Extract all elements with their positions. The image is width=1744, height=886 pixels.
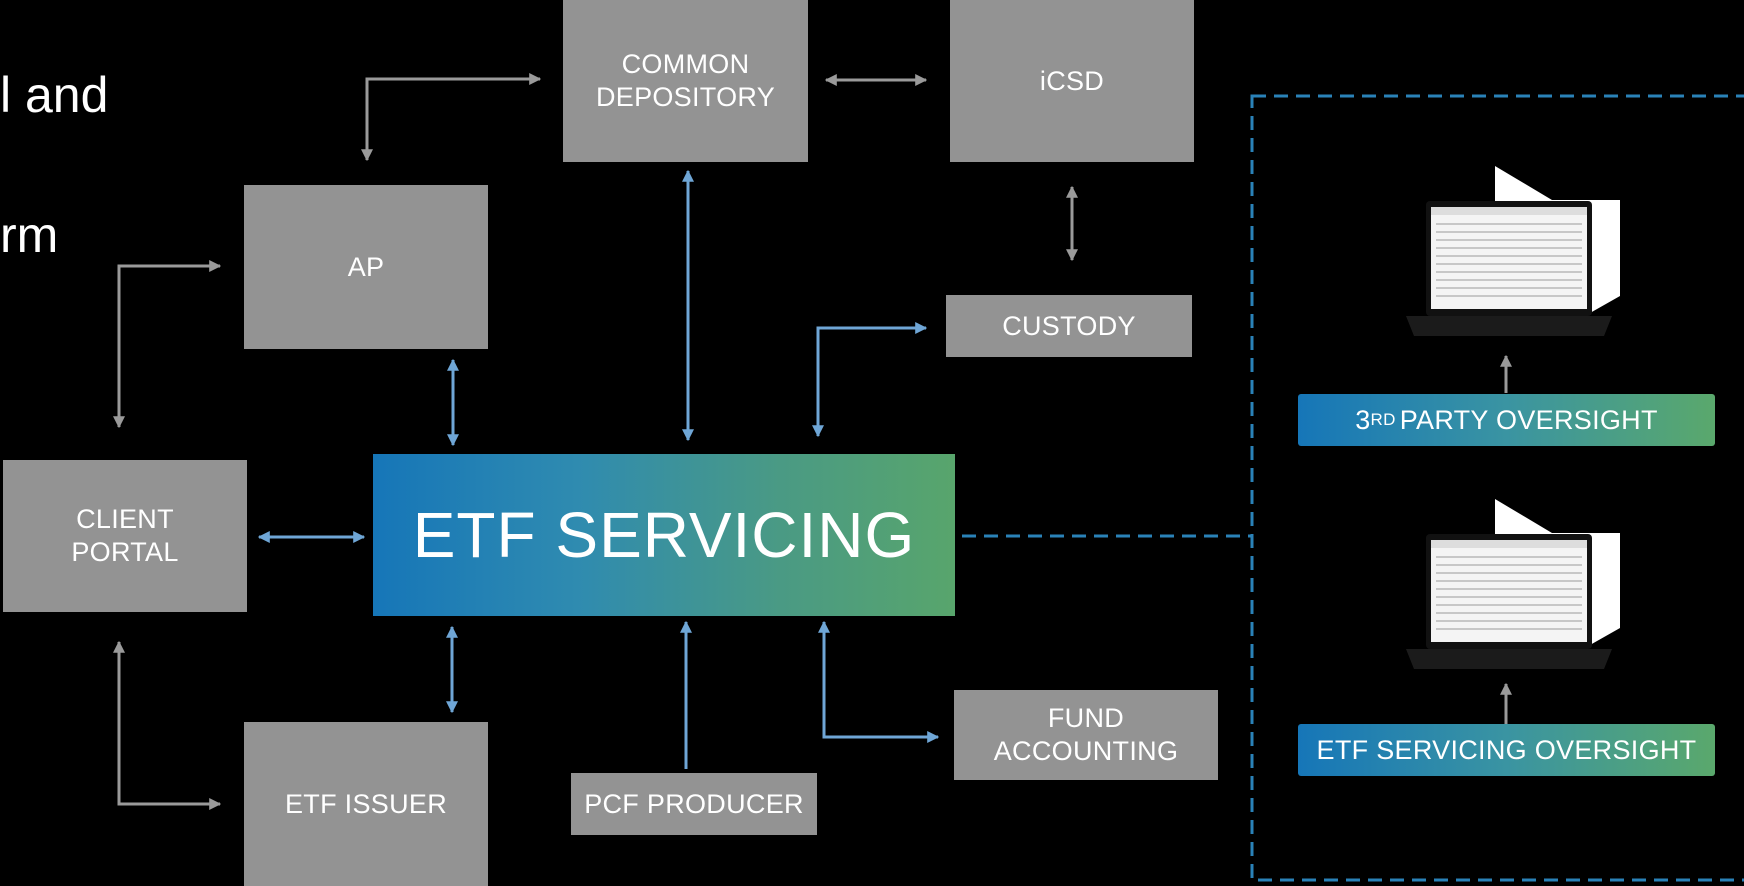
connector-client-portal-ap [113,260,222,429]
connector-ap-common-depository [361,73,542,162]
connector-client-portal-etf-issuer [113,640,222,810]
left-text-line-2: rm [0,207,59,263]
etf-issuer-label: ETF ISSUER [284,788,448,819]
ap-box: AP [244,185,488,349]
third-party-superscript: RD [1370,410,1396,429]
common-depository-label-line-1: COMMON [621,49,750,79]
laptop-icon [1406,166,1620,336]
etf-issuer-box: ETF ISSUER [244,722,488,886]
custody-box: CUSTODY [946,295,1192,357]
connector-hub-custody [812,322,928,438]
laptop-icon [1406,499,1620,669]
client-portal-label-line-1: CLIENT [76,504,174,534]
etf-servicing-hub: ETF SERVICING [373,454,955,616]
pcf-producer-box: PCF PRODUCER [571,773,817,835]
icsd-label: iCSD [1039,65,1105,96]
fund-accounting-label-line-1: FUND [1047,703,1125,733]
connector-hub-fund-accounting [818,620,940,743]
ap-label: AP [347,251,385,282]
etf-servicing-oversight-label: ETF SERVICING OVERSIGHT [1298,724,1715,776]
etf-servicing-oversight-text: ETF SERVICING OVERSIGHT [1316,734,1697,765]
oversight-panel-border [1250,94,1744,882]
third-party-prefix: 3 [1355,404,1371,435]
common-depository-label-line-2: DEPOSITORY [595,82,776,112]
fund-accounting-label-line-2: ACCOUNTING [993,736,1179,766]
third-party-text: PARTY OVERSIGHT [1399,404,1658,435]
client-portal-label-line-2: PORTAL [71,537,179,567]
pcf-producer-label: PCF PRODUCER [584,788,804,819]
etf-servicing-hub-label: ETF SERVICING [412,499,916,571]
custody-label: CUSTODY [1002,310,1136,341]
icsd-box: iCSD [950,0,1194,162]
left-text-line-1: l and [0,67,109,123]
